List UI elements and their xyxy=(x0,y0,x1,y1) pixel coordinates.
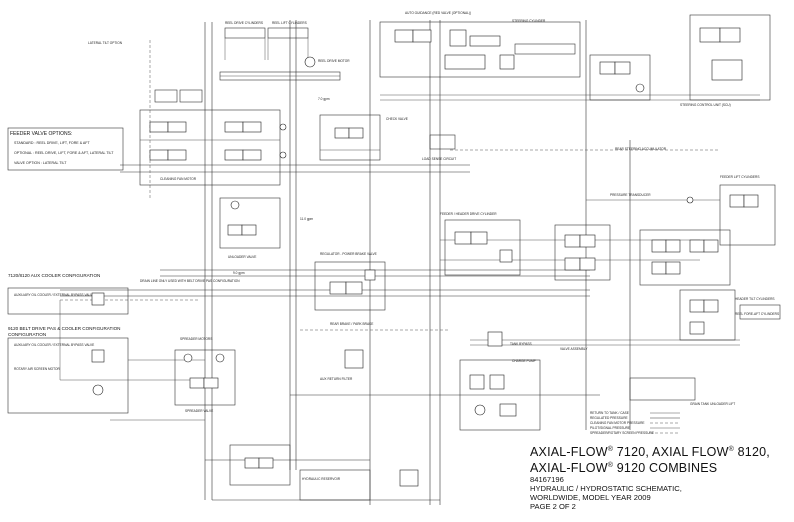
charge-pump-label: CHARGE PUMP xyxy=(512,359,536,363)
accumulator-label: REAR STEERING ACCUMULATOR xyxy=(615,147,667,151)
legend-pilot: PILOT/SIGNAL PRESSURE xyxy=(590,426,630,430)
flow-gpm-label-2: 9.0 gpm xyxy=(233,271,245,275)
page-indicator: PAGE 2 OF 2 xyxy=(530,502,576,511)
feeder-valve-options: FEEDER VALVE OPTIONS: STANDARD : REEL DR… xyxy=(7,127,124,171)
header-lift-label: HEADER TILT CYLINDERS xyxy=(735,297,775,301)
steering-section: AUTO GUIDANCE (RED VALVE (OPTIONAL)) STE… xyxy=(379,11,771,107)
spreader-motor-label: SPREADER MOTORS xyxy=(180,337,212,341)
steering-cylinder-label: STEERING CYLINDER xyxy=(512,19,546,23)
aux-cooler-header: 7120/8120 AUX COOLER CONFIGURATION xyxy=(8,273,100,278)
legend-cleaning: CLEANING FAN MOTOR PRESSURE xyxy=(590,421,645,425)
feeder-standard: STANDARD : REEL DRIVE, LIFT, FORE & AFT xyxy=(14,141,90,145)
spreader-section: SPREADER MOTORS SPREADER VALVE xyxy=(174,337,236,413)
title-line-2: AXIAL-FLOW® 9120 COMBINES xyxy=(530,459,790,475)
subtitle-1: HYDRAULIC / HYDROSTATIC SCHEMATIC, xyxy=(530,484,682,493)
valve-assembly-label: VALVE ASSEMBLY xyxy=(560,347,588,351)
spreader-valve-label: SPREADER VALVE xyxy=(185,409,213,413)
cleaning-fan-section: CLEANING FAN MOTOR UNLOADER VALVE 9.0 gp… xyxy=(160,177,313,275)
feeder-valve-option: VALVE OPTION : LATERAL TILT xyxy=(14,161,67,165)
reel-lift-cylinders-label: REEL LIFT CYLINDERS xyxy=(272,21,307,25)
grain-tank-label: GRAIN TANK UNLOADER LIFT xyxy=(690,402,735,406)
tank-bypass-label: TANK BYPASS xyxy=(510,342,532,346)
title-block: AXIAL-FLOW® 7120, AXIAL FLOW® 8120, AXIA… xyxy=(530,443,790,511)
drain-line-label: DRAIN LINE ONLY USED WITH BELT DRIVE PAS… xyxy=(140,279,240,283)
aux-valve-label: AUTO GUIDANCE (RED VALVE (OPTIONAL)) xyxy=(405,11,471,15)
load-sense-label: LOAD SENSE CIRCUIT xyxy=(422,157,456,161)
hydraulic-reservoir-label: HYDRAULIC RESERVOIR xyxy=(302,477,341,481)
model-axial-flow-9120: AXIAL-FLOW xyxy=(530,461,608,475)
rotary-motor-label: ROTARY AIR SCREEN MOTOR xyxy=(14,367,61,371)
feeder-options-title: FEEDER VALVE OPTIONS: xyxy=(10,131,72,137)
pressure-transducer-label: PRESSURE TRANSDUCER xyxy=(610,193,651,197)
part-number: 84167196 xyxy=(530,475,564,484)
subtitle-2: WORLDWIDE, MODEL YEAR 2009 xyxy=(530,493,651,502)
reel-drive-motor-icon xyxy=(304,56,316,68)
cleaning-fan-label: CLEANING FAN MOTOR xyxy=(160,177,197,181)
charge-pump-section: CHARGE PUMP TANK BYPASS xyxy=(459,331,541,431)
title-line-1: AXIAL-FLOW® 7120, AXIAL FLOW® 8120, xyxy=(530,443,790,459)
regulator-section: REGULATOR - POWER BRAKE VALVE REAR BRAKE… xyxy=(314,252,386,326)
header-drive-label: FEEDER / HEADER DRIVE CYLINDER xyxy=(440,212,497,216)
reel-drive-motor-label: REEL DRIVE MOTOR xyxy=(318,59,350,63)
belt-drive-header: 9120 BELT DRIVE PAS & COOLER CONFIGURATI… xyxy=(8,326,121,331)
feeder-lift-label: FEEDER LIFT CYLINDERS xyxy=(720,175,759,179)
registered-mark: ® xyxy=(607,446,614,453)
registered-mark: ® xyxy=(728,446,734,453)
unloader-valve-label: UNLOADER VALVE xyxy=(228,255,256,259)
reel-drive-section: REEL DRIVE CYLINDERS REEL LIFT CYLINDERS… xyxy=(88,21,350,186)
reservoir-section: AUX RETURN FILTER HYDRAULIC RESERVOIR xyxy=(229,349,419,501)
combines-label: 9120 COMBINES xyxy=(616,461,718,475)
flow-gpm-label-3: 11.0 gpm xyxy=(300,217,313,221)
steering-control-label: STEERING CONTROL UNIT (SCU) xyxy=(680,103,731,107)
belt-drive-header-2: CONFIGURATION xyxy=(8,332,46,337)
feeder-optional: OPTIONAL : REEL DRIVE, LIFT, FORE & AFT,… xyxy=(14,151,114,155)
aux-cooler-note: AUXILIARY OIL COOLER / EXTERNAL BYPASS V… xyxy=(14,293,94,297)
reel-drive-cylinders-label: REEL DRIVE CYLINDERS xyxy=(225,21,263,25)
check-valve-label: CHECK VALVE xyxy=(386,117,408,121)
regulator-label: REGULATOR - POWER BRAKE VALVE xyxy=(320,252,377,256)
model-axial-flow-7120: AXIAL-FLOW xyxy=(530,445,608,459)
line-legend: RETURN TO TANK / CASE REGULATED PRESSURE… xyxy=(590,411,680,435)
aux-return-label: AUX RETURN FILTER xyxy=(320,377,353,381)
rear-brake-label: REAR BRAKE / PARK BRAKE xyxy=(330,322,373,326)
legend-spreader: SPREADER/ROTARY SCREEN PRESSURE xyxy=(590,431,654,435)
model-axial-flow-8120: 7120, AXIAL FLOW xyxy=(616,445,729,459)
legend-return: RETURN TO TANK / CASE xyxy=(590,411,629,415)
aux-cooler-section: 7120/8120 AUX COOLER CONFIGURATION AUXIL… xyxy=(7,273,205,414)
valve-assembly-section: REAR STEERING ACCUMULATOR PRESSURE TRANS… xyxy=(554,147,781,406)
flow-gpm-label: 7.0 gpm xyxy=(318,97,330,101)
check-valve-section: CHECK VALVE LOAD SENSE CIRCUIT xyxy=(319,114,456,161)
registered-mark: ® xyxy=(607,462,614,469)
header-drive-section: FEEDER / HEADER DRIVE CYLINDER DRAIN LIN… xyxy=(140,212,521,283)
legend-regulated: REGULATED PRESSURE xyxy=(590,416,628,420)
lateral-tilt-label: LATERAL TILT OPTION xyxy=(88,41,123,45)
model-8120-suffix: 8120, xyxy=(737,445,770,459)
aux-cooler-note-2: AUXILIARY OIL COOLER / EXTERNAL BYPASS V… xyxy=(14,343,94,347)
reel-fore-label: REEL FORE-AFT CYLINDERS xyxy=(735,312,779,316)
